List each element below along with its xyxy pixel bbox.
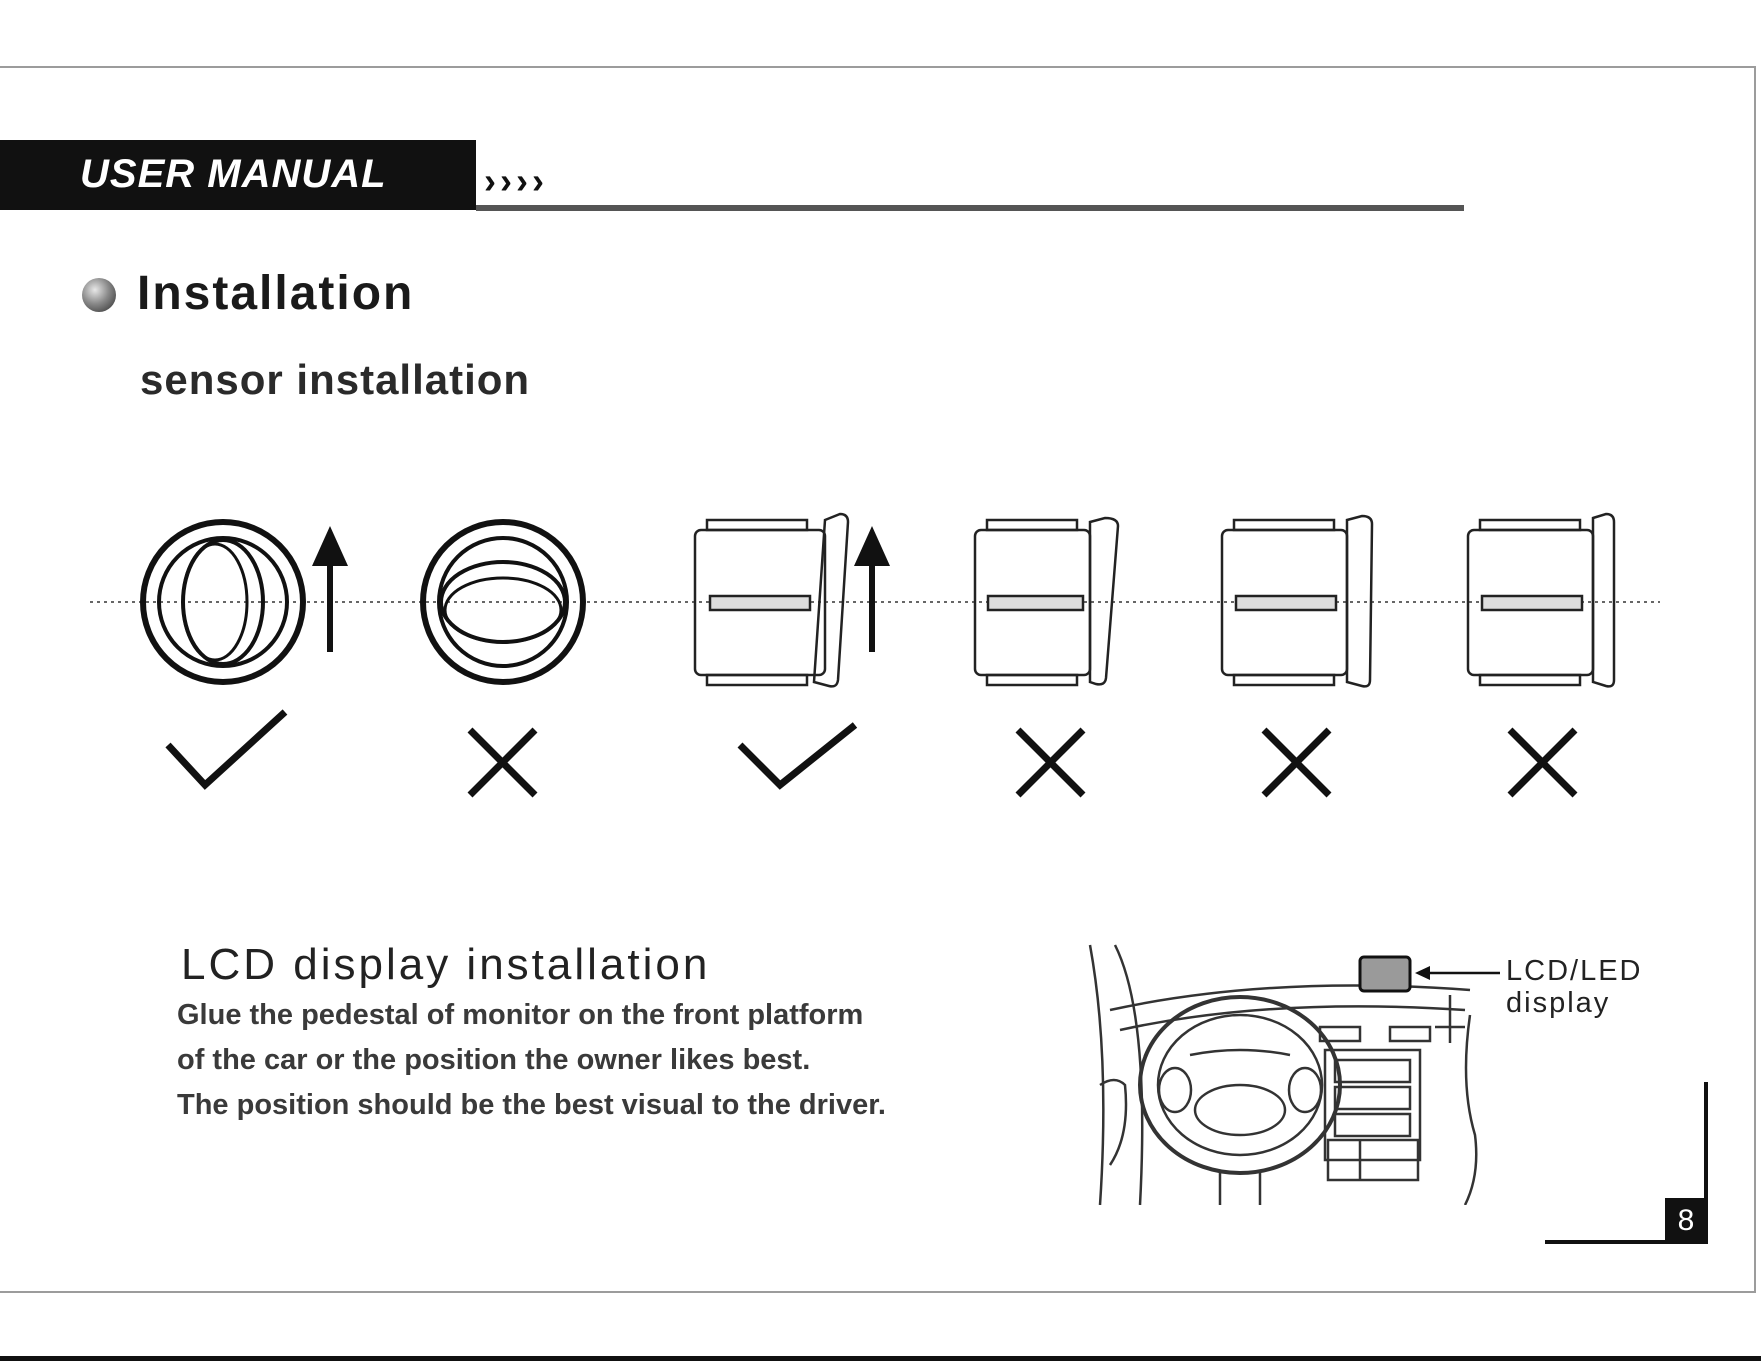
page-number: 8 (1665, 1198, 1707, 1244)
lcd-install-title: LCD display installation (181, 940, 710, 990)
cross-icon (1018, 730, 1083, 795)
bullet-icon (82, 278, 116, 312)
check-icon (168, 712, 285, 785)
sensor-installation-figures (0, 490, 1761, 830)
up-arrow-icon (854, 526, 890, 652)
header-rule (476, 205, 1464, 211)
lcd-instruction-line: The position should be the best visual t… (177, 1089, 886, 1122)
header-title: USER MANUAL (80, 152, 387, 197)
header-chevrons: ›››› (484, 160, 548, 202)
sensor-side-straight-a (1222, 516, 1372, 686)
sensor-side-tilted-down (975, 518, 1118, 685)
lcd-display-unit (1360, 957, 1410, 991)
sensor-side-straight-b (1468, 514, 1614, 686)
check-icon (740, 725, 855, 785)
cross-icon (470, 730, 535, 795)
lcd-led-label: LCD/LED (1506, 955, 1643, 988)
section-title: Installation (137, 266, 414, 321)
sensor-installation-subtitle: sensor installation (140, 356, 530, 404)
cross-icon (1510, 730, 1575, 795)
display-label: display (1506, 987, 1610, 1020)
lcd-instruction-line: of the car or the position the owner lik… (177, 1044, 810, 1077)
pointer-arrow-icon (1415, 966, 1430, 980)
lcd-instruction-line: Glue the pedestal of monitor on the fron… (177, 999, 863, 1032)
up-arrow-icon (312, 526, 348, 652)
bottom-rule (0, 1356, 1761, 1361)
cross-icon (1264, 730, 1329, 795)
sensor-side-tilted-up (695, 514, 848, 686)
dashboard-illustration (1070, 935, 1510, 1205)
